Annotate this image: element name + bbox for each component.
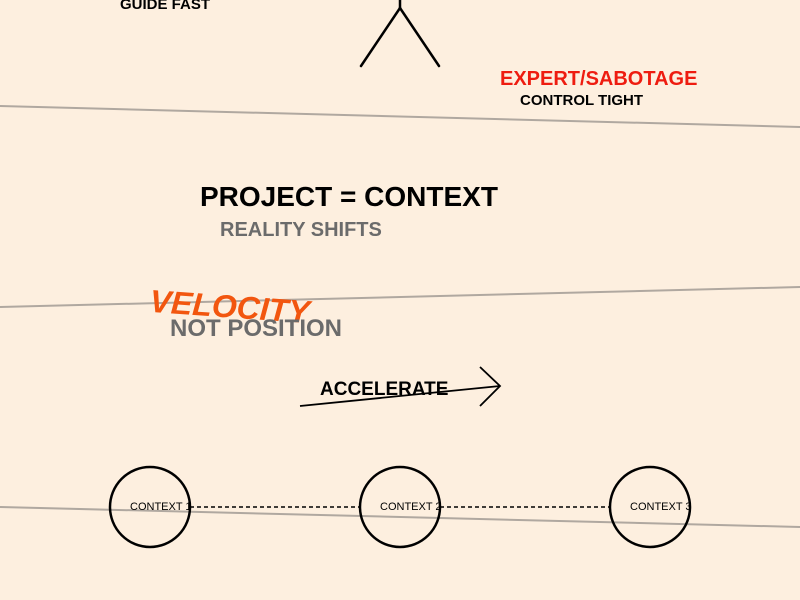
- stick-figure-icon: [359, 0, 441, 68]
- control-tight-label: CONTROL TIGHT: [520, 92, 644, 109]
- divider-line-3: [0, 506, 800, 528]
- expert-sabotage-label: EXPERT/SABOTAGE: [500, 68, 698, 90]
- context-circle-1: [108, 465, 192, 549]
- context-circle-2: [358, 465, 442, 549]
- divider-line-2: [0, 286, 800, 308]
- project-context-heading: PROJECT = CONTEXT: [200, 181, 498, 212]
- reality-shifts-label: REALITY SHIFTS: [220, 219, 382, 241]
- context-circle-3: [608, 465, 692, 549]
- context-2-label: CONTEXT 2: [380, 501, 442, 513]
- divider-line-1: [0, 105, 800, 128]
- guide-fast-label: GUIDE FAST: [120, 0, 211, 13]
- not-position-label: NOT POSITION: [170, 315, 343, 342]
- context-1-label: CONTEXT 1: [130, 501, 192, 513]
- accelerate-arrow-icon: [299, 366, 502, 407]
- context-3-label: CONTEXT 3: [630, 501, 692, 513]
- accelerate-label: ACCELERATE: [320, 379, 449, 400]
